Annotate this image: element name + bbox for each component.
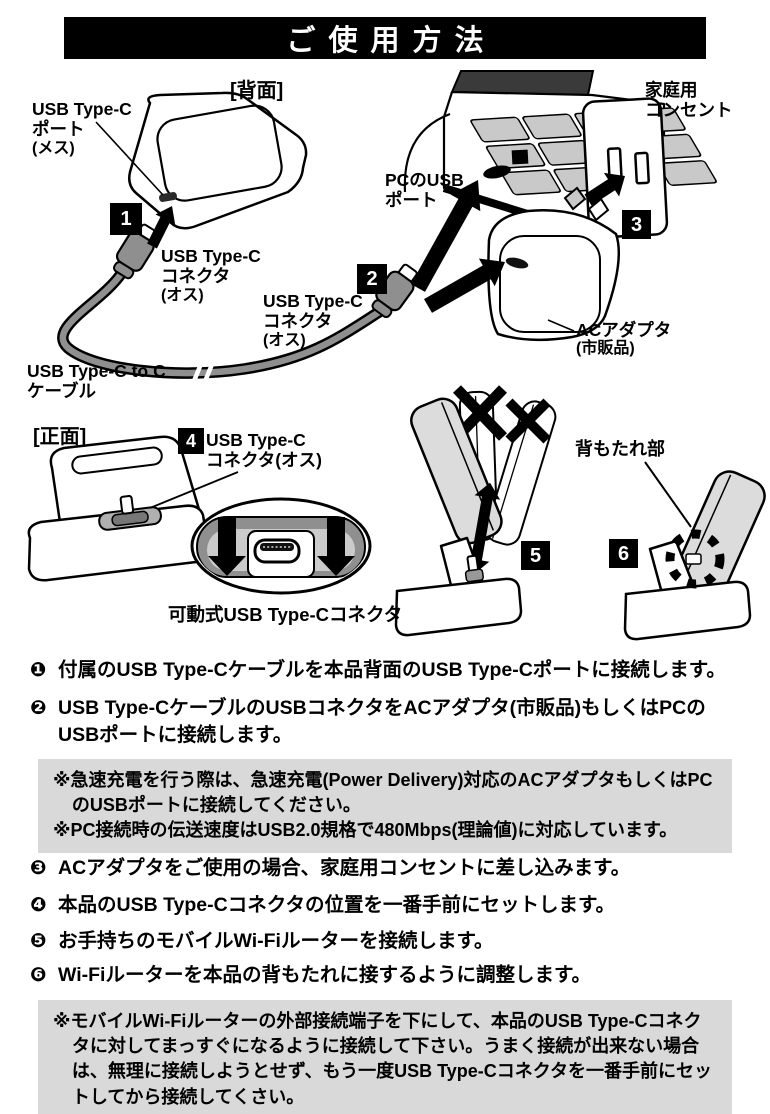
cable-label: USB Type-C to C ケーブル: [27, 361, 166, 402]
instruction-step-1: ❶ 付属のUSB Type-Cケーブルを本品背面のUSB Type-Cポートに接…: [30, 657, 744, 684]
step-badge-5: 5: [521, 541, 550, 570]
laptop-usb-a-port: [511, 149, 529, 165]
instruction-step-6: ❻ Wi-Fiルーターを本品の背もたれに接するように調整します。: [30, 962, 744, 989]
usb-cable-illustration: [57, 268, 385, 387]
step-text: Wi-Fiルーターを本品の背もたれに接するように調整します。: [58, 964, 592, 986]
step-badge-3: 3: [622, 210, 651, 239]
connector1-label: USB Type-C コネクタ (オス): [161, 246, 261, 304]
adapter-usb-c-slot: [505, 257, 529, 269]
instruction-step-4: ❹ 本品のUSB Type-Cコネクタの位置を一番手前にセットします。: [30, 892, 744, 919]
arrow-down-left: [208, 517, 246, 576]
step-number: ❶: [30, 659, 47, 681]
back-view-label: [背面]: [230, 80, 284, 102]
dock-front-illustration: [27, 435, 239, 582]
arrow-to-pc-port: [411, 180, 481, 292]
instruction-step-5: ❺ お手持ちのモバイルWi-Fiルーターを接続します。: [30, 928, 744, 955]
note-item: ※モバイルWi-Fiルーターの外部接続端子を下にして、本品のUSB Type-C…: [53, 1011, 713, 1107]
step-text: 本品のUSB Type-Cコネクタの位置を一番手前にセットします。: [58, 894, 616, 916]
step-text: ACアダプタをご使用の場合、家庭用コンセントに差し込みます。: [58, 857, 631, 879]
connector2-label: USB Type-C コネクタ (オス): [263, 291, 363, 349]
pc-usb-port-label: PCのUSB ポート: [385, 170, 464, 211]
step-text: お手持ちのモバイルWi-Fiルーターを接続します。: [58, 930, 494, 952]
step-number: ❸: [30, 857, 47, 879]
ac-adapter-label: ACアダプタ (市販品): [576, 320, 672, 358]
dock-back-illustration: [95, 91, 308, 230]
movable-connector-inset: [190, 497, 372, 595]
note-box-2: ※モバイルWi-Fiルーターの外部接続端子を下にして、本品のUSB Type-C…: [38, 1000, 732, 1114]
arrow-into-dock-port: [147, 206, 176, 249]
step-number: ❺: [30, 930, 47, 952]
movable-connector-caption: 可動式USB Type-Cコネクタ: [168, 604, 403, 625]
wall-outlet-label: 家庭用 コンセント: [645, 80, 733, 121]
arrow-down-right: [317, 517, 355, 576]
backrest-label: 背もたれ部: [575, 439, 665, 459]
note-item: ※急速充電を行う際は、急速充電(Power Delivery)対応のACアダプタ…: [53, 770, 713, 816]
step-number: ❻: [30, 964, 47, 986]
front-connector-label: USB Type-C コネクタ(オス): [206, 430, 322, 471]
arrow-into-outlet: [584, 172, 625, 206]
note-box-1: ※急速充電を行う際は、急速充電(Power Delivery)対応のACアダプタ…: [38, 759, 732, 853]
step-number: ❷: [30, 697, 47, 719]
ac-adapter-illustration: [487, 186, 621, 342]
contact-highlight-circle: [665, 529, 725, 589]
step-badge-4: 4: [178, 428, 204, 454]
step-badge-2: 2: [357, 264, 387, 294]
laptop-usb-c-port: [483, 165, 511, 179]
step-number: ❹: [30, 894, 47, 916]
step-badge-6: 6: [609, 539, 638, 568]
step-text: USB Type-CケーブルのUSBコネクタをACアダプタ(市販品)もしくはPC…: [58, 697, 706, 746]
instruction-step-3: ❸ ACアダプタをご使用の場合、家庭用コンセントに差し込みます。: [30, 855, 744, 882]
step-text: 付属のUSB Type-Cケーブルを本品背面のUSB Type-Cポートに接続し…: [58, 659, 726, 681]
arrow-to-adapter: [424, 258, 505, 313]
front-view-label: [正面]: [33, 426, 87, 448]
instruction-diagram: [27, 70, 766, 641]
instruction-step-2: ❷ USB Type-CケーブルのUSBコネクタをACアダプタ(市販品)もしくは…: [30, 695, 744, 749]
usb-port-label: USB Type-C ポート (メス): [32, 99, 132, 157]
note-item: ※PC接続時の伝送速度はUSB2.0規格で480Mbps(理論値)に対応していま…: [53, 820, 678, 841]
router-backrest-figure: [623, 461, 766, 641]
page-title: ご使用方法: [64, 17, 706, 59]
step-badge-1: 1: [110, 203, 142, 235]
router-insertion-figure: [394, 385, 557, 637]
